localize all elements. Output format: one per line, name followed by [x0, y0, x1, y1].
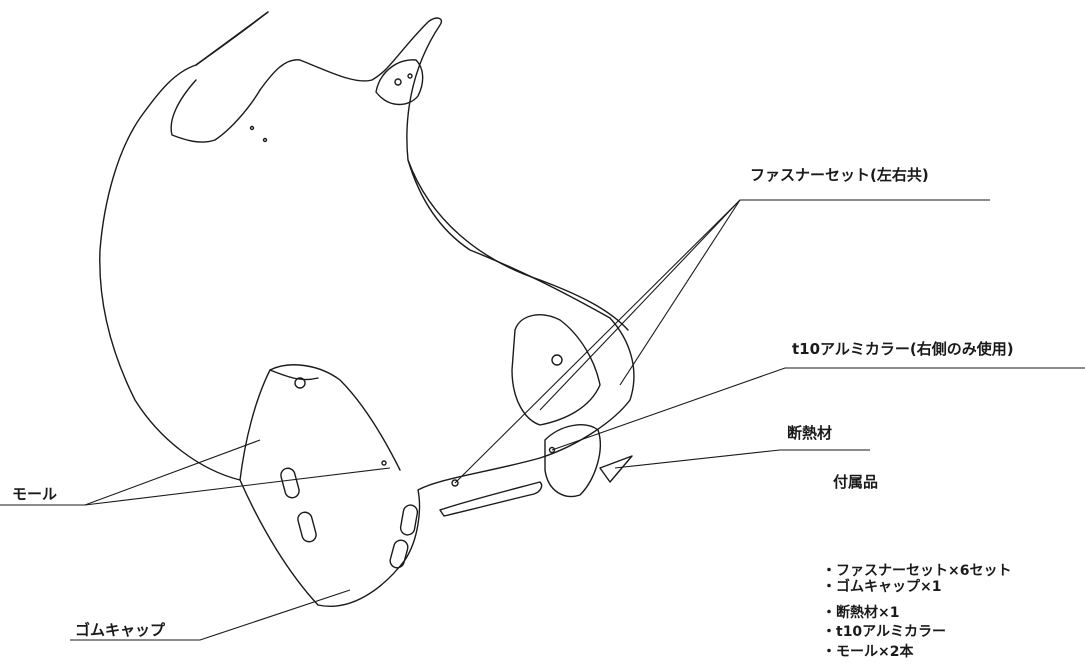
windscreen-edge — [170, 11, 269, 143]
side-vent — [511, 314, 601, 426]
slot — [297, 511, 317, 543]
label-heat-insulator: 断熱材 — [787, 424, 833, 442]
accessory-item: ・断熱材×1 — [822, 605, 900, 621]
slot — [389, 539, 409, 569]
inner-cavity — [239, 364, 401, 481]
label-aluminum-collar: t10アルミカラー(右側のみ使用) — [792, 340, 1014, 358]
label-rubber-cap: ゴムキャップ — [75, 621, 166, 639]
leader-heat-insulator — [614, 449, 870, 469]
leader-rubber-cap — [70, 589, 351, 641]
vent-bolt — [551, 354, 563, 366]
label-molding: モール — [12, 485, 58, 503]
rivet — [262, 137, 268, 143]
inner-bolt — [294, 377, 306, 389]
leader-molding-2 — [84, 467, 391, 506]
accessory-item: ・t10アルミカラー — [822, 624, 947, 640]
leader-aluminum-collar — [551, 367, 1085, 451]
headlight-outline — [375, 59, 424, 106]
accessory-item: ・ゴムキャップ×1 — [822, 579, 942, 595]
slot — [399, 504, 419, 536]
slot — [280, 467, 300, 499]
accessory-item: ・モール×2本 — [822, 644, 914, 660]
under-slot — [439, 481, 543, 517]
accessories-title: 付属品 — [833, 473, 879, 491]
body-crease — [407, 159, 629, 331]
fastener-point — [451, 479, 459, 487]
accessory-item: ・ファスナーセット×6セット — [822, 563, 1012, 579]
headlight-bolt — [394, 78, 402, 86]
rivet — [249, 125, 255, 131]
lower-intake — [544, 424, 601, 497]
leader-fastener-set-2 — [539, 199, 741, 411]
heat-insulator-panel — [599, 455, 633, 483]
fastener-point — [548, 446, 556, 454]
headlight-bolt — [407, 73, 413, 79]
leader-fastener-set-3 — [619, 199, 741, 386]
label-fastener-set: ファスナーセット(左右共) — [750, 166, 929, 184]
fastener-point — [381, 460, 387, 466]
